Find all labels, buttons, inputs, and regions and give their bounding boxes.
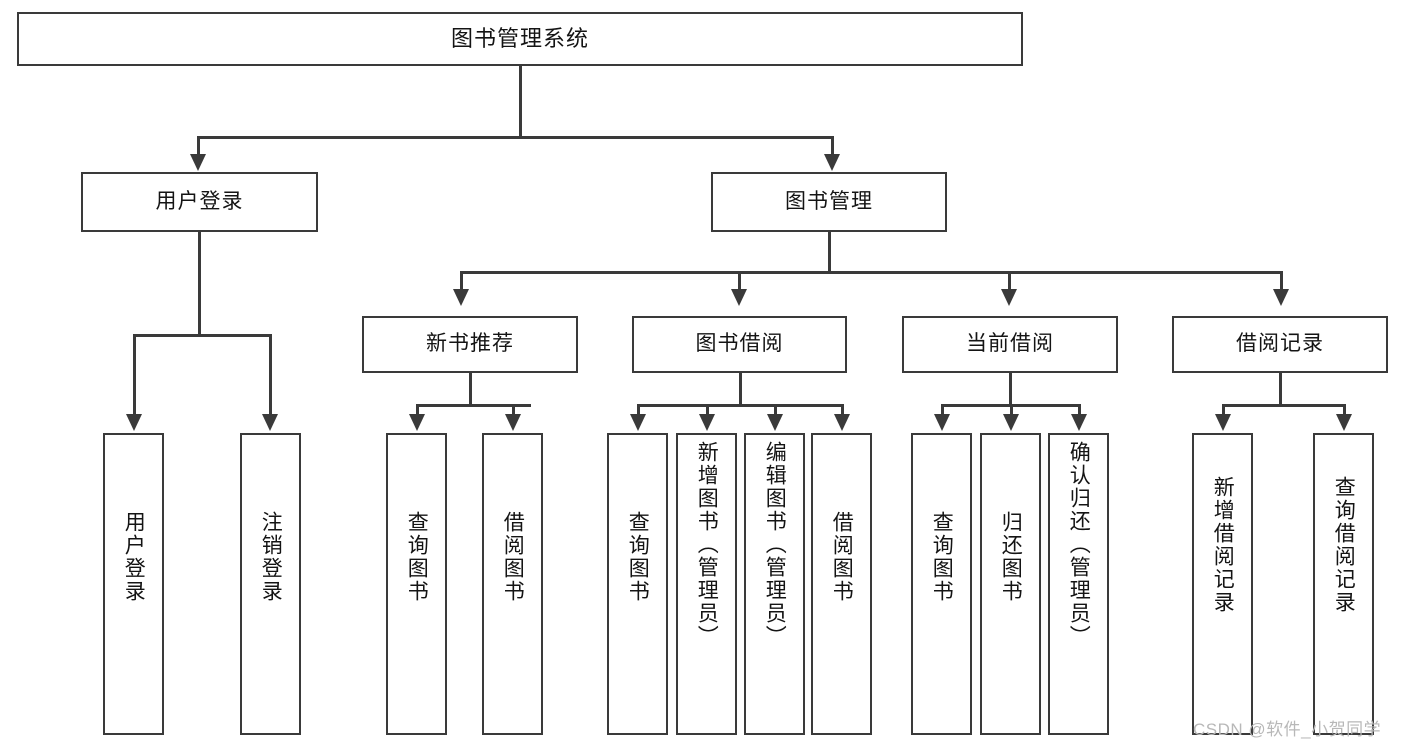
- leaf-label: 新增图书（管理员）: [695, 441, 719, 648]
- leaf-label: 查询图书: [405, 511, 429, 603]
- connector-drop-current-borrow: [1008, 271, 1011, 291]
- node-label: 新书推荐: [426, 332, 514, 356]
- connector-book-management-bus: [460, 271, 1282, 274]
- arrowhead-ul-leaf-2: [262, 414, 278, 431]
- leaf-book-borrow-query-books[interactable]: 查询图书: [607, 433, 668, 735]
- leaf-label: 编辑图书（管理员）: [763, 441, 787, 648]
- arrowhead-ul-leaf-1: [126, 414, 142, 431]
- node-current-borrow[interactable]: 当前借阅: [902, 316, 1118, 373]
- leaf-label: 借阅图书: [830, 511, 854, 603]
- leaf-label: 用户登录: [122, 511, 146, 603]
- node-root-book-management-system[interactable]: 图书管理系统: [17, 12, 1023, 66]
- connector-borrow-record-bus: [1222, 404, 1345, 407]
- arrowhead-cb-leaf-1: [934, 414, 950, 431]
- connector-drop-book-borrow: [738, 271, 741, 291]
- arrowhead-new-book: [453, 289, 469, 306]
- arrowhead-bb-leaf-2: [699, 414, 715, 431]
- connector-drop-borrow-record: [1280, 271, 1283, 291]
- connector-drop-ul-leaf-2: [269, 334, 272, 416]
- arrowhead-br-leaf-2: [1336, 414, 1352, 431]
- connector-root-bus: [197, 136, 833, 139]
- leaf-label: 查询借阅记录: [1332, 476, 1356, 614]
- leaf-book-borrow-edit-book-admin[interactable]: 编辑图书（管理员）: [744, 433, 805, 735]
- node-label: 图书管理: [785, 189, 873, 213]
- arrowhead-nb-leaf-2: [505, 414, 521, 431]
- arrowhead-bb-leaf-1: [630, 414, 646, 431]
- connector-borrow-record-stem: [1279, 373, 1282, 407]
- arrowhead-current-borrow: [1001, 289, 1017, 306]
- node-label: 图书管理系统: [450, 26, 589, 52]
- node-label: 图书借阅: [695, 332, 784, 356]
- connector-book-borrow-stem: [739, 373, 742, 407]
- connector-drop-bb-leaf-4: [841, 404, 844, 416]
- leaf-current-borrow-confirm-return-admin[interactable]: 确认归还（管理员）: [1048, 433, 1109, 735]
- leaf-user-login-login[interactable]: 用户登录: [103, 433, 164, 735]
- connector-drop-cb-leaf-3: [1078, 404, 1081, 416]
- leaf-borrow-record-query-record[interactable]: 查询借阅记录: [1313, 433, 1374, 735]
- connector-drop-user-login: [197, 136, 200, 156]
- arrowhead-book-management: [824, 154, 840, 171]
- connector-user-login-bus: [133, 334, 272, 337]
- leaf-borrow-record-add-record[interactable]: 新增借阅记录: [1192, 433, 1253, 735]
- node-borrow-record[interactable]: 借阅记录: [1172, 316, 1388, 373]
- leaf-book-borrow-borrow-books[interactable]: 借阅图书: [811, 433, 872, 735]
- connector-root-stem: [519, 66, 522, 138]
- leaf-user-login-logout[interactable]: 注销登录: [240, 433, 301, 735]
- connector-drop-nb-leaf-2: [512, 404, 515, 416]
- connector-user-login-stem: [198, 232, 201, 336]
- leaf-label: 确认归还（管理员）: [1067, 441, 1091, 648]
- leaf-new-book-borrow-books[interactable]: 借阅图书: [482, 433, 543, 735]
- arrowhead-cb-leaf-2: [1003, 414, 1019, 431]
- watermark-csdn: CSDN @软件_小贺同学: [1193, 720, 1382, 739]
- connector-drop-cb-leaf-2: [1010, 404, 1013, 416]
- connector-new-book-bus: [416, 404, 531, 407]
- node-label: 借阅记录: [1236, 332, 1324, 356]
- node-label: 用户登录: [155, 189, 244, 213]
- leaf-current-borrow-query-books[interactable]: 查询图书: [911, 433, 972, 735]
- arrowhead-cb-leaf-3: [1071, 414, 1087, 431]
- connector-book-borrow-bus: [637, 404, 843, 407]
- connector-drop-new-book: [460, 271, 463, 291]
- arrowhead-nb-leaf-1: [409, 414, 425, 431]
- connector-drop-cb-leaf-1: [941, 404, 944, 416]
- arrowhead-borrow-record: [1273, 289, 1289, 306]
- leaf-new-book-query-books[interactable]: 查询图书: [386, 433, 447, 735]
- arrowhead-bb-leaf-4: [834, 414, 850, 431]
- arrowhead-bb-leaf-3: [767, 414, 783, 431]
- connector-drop-bb-leaf-2: [706, 404, 709, 416]
- node-new-book-recommend[interactable]: 新书推荐: [362, 316, 578, 373]
- arrowhead-book-borrow: [731, 289, 747, 306]
- connector-drop-bb-leaf-1: [637, 404, 640, 416]
- connector-current-borrow-stem: [1009, 373, 1012, 407]
- connector-drop-book-management: [831, 136, 834, 156]
- node-user-login[interactable]: 用户登录: [81, 172, 318, 232]
- node-book-management[interactable]: 图书管理: [711, 172, 947, 232]
- leaf-label: 归还图书: [999, 511, 1023, 603]
- leaf-label: 查询图书: [626, 511, 650, 603]
- node-label: 当前借阅: [966, 332, 1054, 356]
- node-book-borrow[interactable]: 图书借阅: [632, 316, 847, 373]
- leaf-label: 注销登录: [259, 511, 283, 603]
- leaf-book-borrow-add-book-admin[interactable]: 新增图书（管理员）: [676, 433, 737, 735]
- connector-new-book-stem: [469, 373, 472, 407]
- connector-drop-br-leaf-2: [1343, 404, 1346, 416]
- arrowhead-user-login: [190, 154, 206, 171]
- connector-book-management-stem: [828, 232, 831, 274]
- arrowhead-br-leaf-1: [1215, 414, 1231, 431]
- leaf-label: 查询图书: [930, 511, 954, 603]
- leaf-label: 新增借阅记录: [1211, 476, 1235, 614]
- connector-drop-nb-leaf-1: [416, 404, 419, 416]
- connector-drop-ul-leaf-1: [133, 334, 136, 416]
- leaf-current-borrow-return-books[interactable]: 归还图书: [980, 433, 1041, 735]
- connector-drop-br-leaf-1: [1222, 404, 1225, 416]
- connector-drop-bb-leaf-3: [774, 404, 777, 416]
- leaf-label: 借阅图书: [501, 511, 525, 603]
